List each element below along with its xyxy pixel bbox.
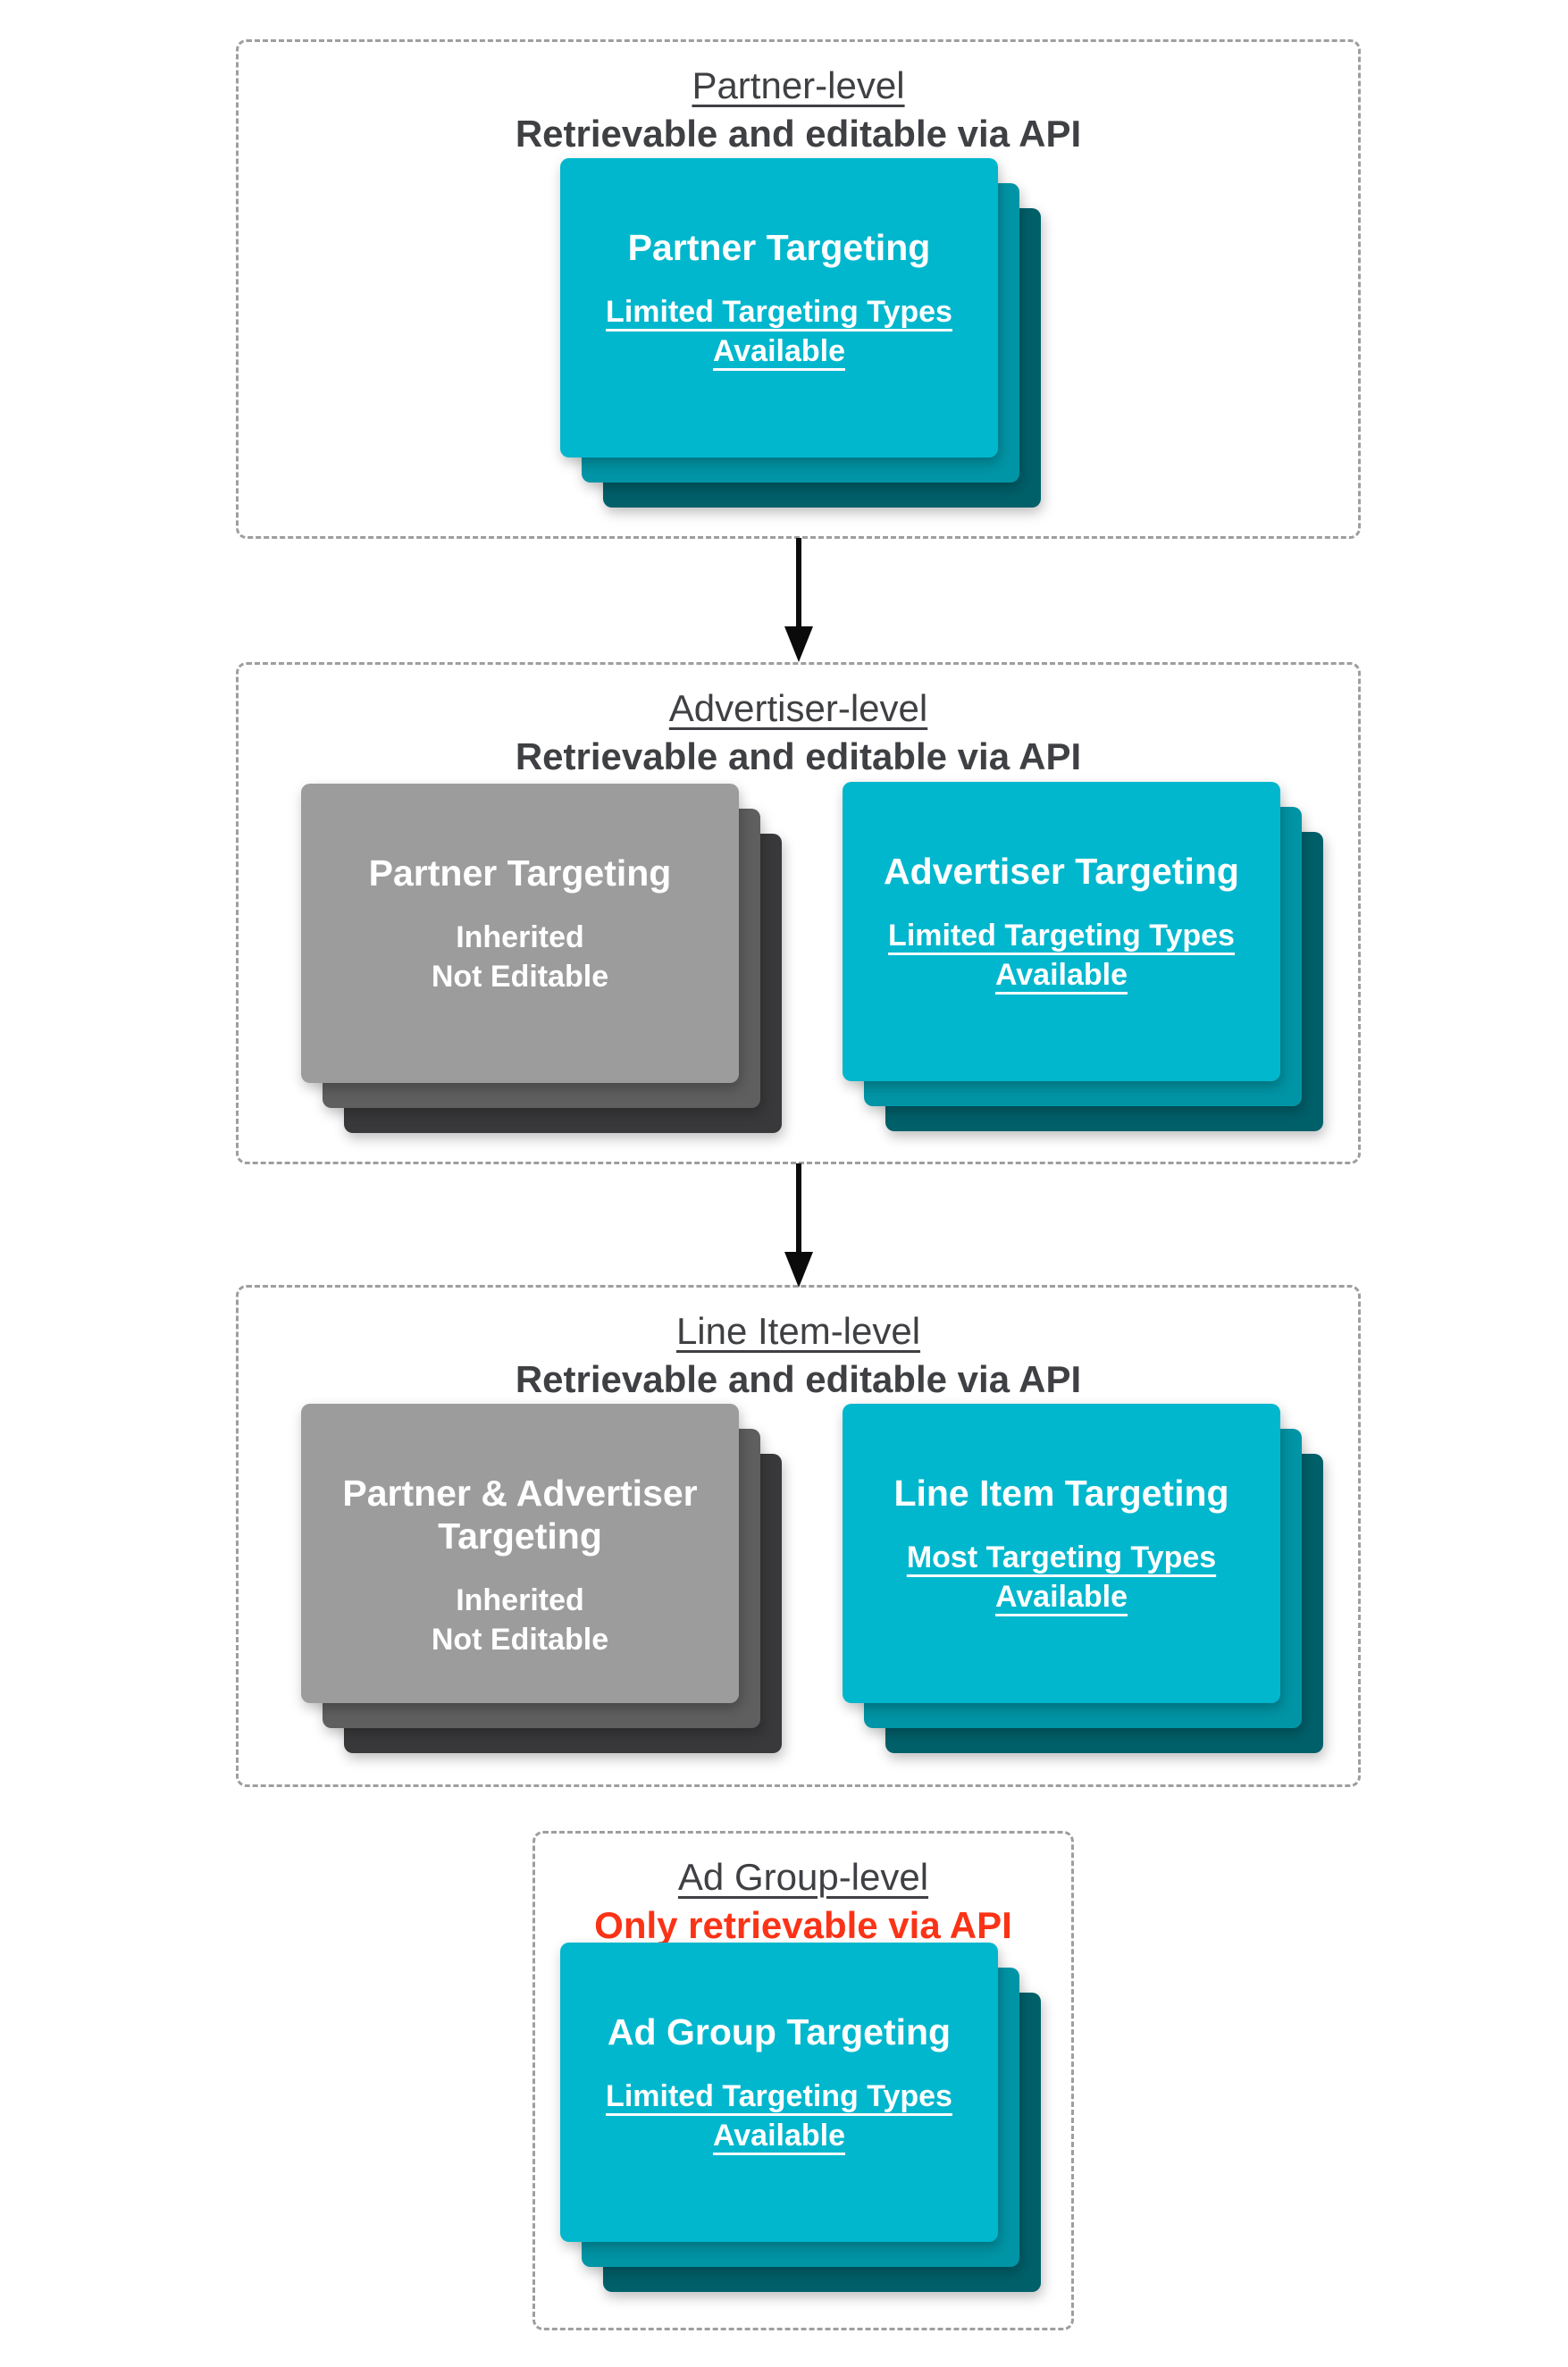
card-subtitle: Limited Targeting Types Available — [606, 2077, 952, 2155]
card-subtitle-line: Inherited — [456, 1583, 584, 1617]
card-subtitle-line: Most Targeting Types — [906, 1540, 1217, 1574]
section-subtitle: Retrievable and editable via API — [515, 1358, 1082, 1401]
ad-group-level-section: Ad Group-level Only retrievable via API … — [532, 1831, 1074, 2330]
card-title-line: Ad Group Targeting — [607, 2011, 952, 2052]
card-subtitle: Most Targeting Types Available — [907, 1538, 1216, 1616]
section-subtitle: Retrievable and editable via API — [515, 735, 1082, 778]
card-title: Partner & Advertiser Targeting — [342, 1472, 697, 1557]
section-title: Advertiser-level — [668, 687, 928, 729]
card-subtitle-line: Available — [712, 2119, 846, 2153]
card-title-line: Targeting — [438, 1515, 602, 1557]
card-title: Line Item Targeting — [893, 1472, 1228, 1515]
card-face: Partner Targeting Limited Targeting Type… — [560, 158, 998, 457]
inherited-partner-advertiser-targeting-card: Partner & Advertiser Targeting Inherited… — [301, 1404, 825, 1803]
card-subtitle-line: Limited Targeting Types — [606, 295, 952, 329]
partner-targeting-card: Partner Targeting Limited Targeting Type… — [560, 158, 1084, 558]
card-face: Advertiser Targeting Limited Targeting T… — [843, 782, 1280, 1081]
section-subtitle: Only retrievable via API — [594, 1904, 1012, 1947]
section-title: Ad Group-level — [677, 1856, 929, 1898]
card-title-line: Partner & Advertiser — [342, 1473, 698, 1514]
advertiser-targeting-card: Advertiser Targeting Limited Targeting T… — [843, 782, 1366, 1181]
line-item-level-header: Line Item-level Retrievable and editable… — [239, 1288, 1358, 1403]
arrow-shaft — [796, 538, 801, 626]
flow-arrow-down-icon — [783, 1163, 815, 1288]
card-title: Partner Targeting — [369, 852, 672, 894]
card-face: Line Item Targeting Most Targeting Types… — [843, 1404, 1280, 1703]
card-title: Partner Targeting — [628, 226, 931, 269]
card-title: Ad Group Targeting — [608, 2010, 951, 2053]
card-subtitle-line: Available — [994, 958, 1128, 992]
partner-level-section: Partner-level Retrievable and editable v… — [236, 39, 1361, 539]
inherited-partner-targeting-card: Partner Targeting Inherited Not Editable — [301, 784, 825, 1183]
card-title-line: Partner Targeting — [368, 852, 672, 894]
card-face: Partner & Advertiser Targeting Inherited… — [301, 1404, 739, 1703]
partner-level-header: Partner-level Retrievable and editable v… — [239, 42, 1358, 157]
card-subtitle-line: Not Editable — [431, 1623, 609, 1657]
card-subtitle-line: Available — [712, 334, 846, 368]
card-subtitle: Inherited Not Editable — [432, 1581, 608, 1659]
arrow-head — [784, 1252, 813, 1288]
arrow-head — [784, 626, 813, 662]
card-title: Advertiser Targeting — [884, 850, 1239, 893]
advertiser-level-section: Advertiser-level Retrievable and editabl… — [236, 662, 1361, 1164]
ad-group-targeting-card: Ad Group Targeting Limited Targeting Typ… — [560, 1943, 1084, 2342]
flow-arrow-down-icon — [783, 538, 815, 662]
card-subtitle-line: Not Editable — [431, 960, 609, 994]
card-subtitle-line: Limited Targeting Types — [606, 2079, 952, 2113]
card-subtitle: Limited Targeting Types Available — [606, 292, 952, 371]
section-title: Partner-level — [692, 64, 905, 106]
card-face: Partner Targeting Inherited Not Editable — [301, 784, 739, 1083]
advertiser-level-header: Advertiser-level Retrievable and editabl… — [239, 665, 1358, 780]
arrow-shaft — [796, 1163, 801, 1252]
card-title-line: Partner Targeting — [627, 227, 931, 268]
line-item-targeting-card: Line Item Targeting Most Targeting Types… — [843, 1404, 1366, 1803]
card-subtitle: Limited Targeting Types Available — [888, 916, 1235, 995]
card-title-line: Line Item Targeting — [893, 1473, 1229, 1514]
ad-group-level-header: Ad Group-level Only retrievable via API — [535, 1834, 1071, 1949]
card-face: Ad Group Targeting Limited Targeting Typ… — [560, 1943, 998, 2242]
card-subtitle: Inherited Not Editable — [432, 918, 608, 996]
card-subtitle-line: Inherited — [456, 920, 584, 954]
section-subtitle: Retrievable and editable via API — [515, 113, 1082, 155]
card-subtitle-line: Available — [994, 1580, 1128, 1614]
card-title-line: Advertiser Targeting — [884, 851, 1239, 892]
section-title: Line Item-level — [675, 1310, 921, 1352]
card-subtitle-line: Limited Targeting Types — [888, 919, 1235, 953]
line-item-level-section: Line Item-level Retrievable and editable… — [236, 1285, 1361, 1787]
